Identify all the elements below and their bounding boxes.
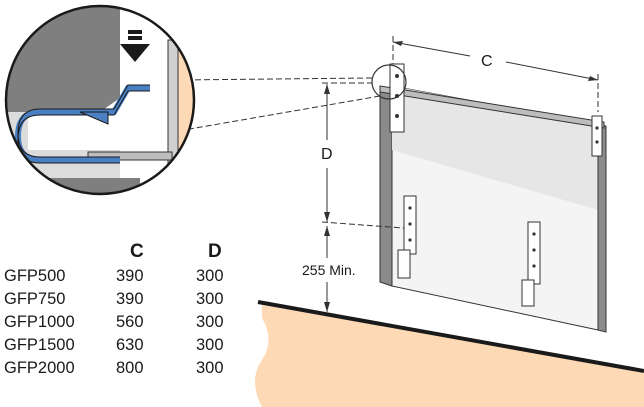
- top-left-bracket: [389, 63, 405, 133]
- table-row: GFP1000 560 300: [4, 311, 256, 334]
- table-header-d: D: [208, 240, 222, 262]
- detail-zoom-view: [6, 6, 194, 194]
- detail-circle-border: [4, 4, 196, 196]
- detail-callout-marker: [371, 64, 407, 100]
- min-height-label: 255 Min.: [302, 262, 356, 278]
- table-header-c: C: [130, 240, 144, 262]
- dimension-d: D: [321, 82, 405, 229]
- table-cell-d: 300: [196, 290, 224, 308]
- callout-leader-bottom: [183, 95, 381, 131]
- dimension-table-header: C D: [4, 238, 256, 265]
- table-cell-c: 630: [116, 336, 144, 354]
- table-cell-d: 300: [196, 336, 224, 354]
- down-arrow-icon: [120, 30, 150, 62]
- table-cell-d: 300: [196, 267, 224, 285]
- table-cell-model: GFP2000: [4, 359, 75, 377]
- bottom-left-bracket: [397, 195, 417, 279]
- dimension-table: C D GFP500 390 300 GFP750 390 300 GFP100…: [4, 238, 256, 380]
- table-cell-c: 560: [116, 313, 144, 331]
- callout-leader-top: [177, 77, 373, 81]
- table-cell-model: GFP500: [4, 267, 66, 285]
- table-cell-model: GFP750: [4, 290, 66, 308]
- detail-shelf: [87, 151, 173, 161]
- table-cell-c: 390: [116, 267, 144, 285]
- dimension-c-label: C: [481, 53, 493, 70]
- dimension-d-label: D: [321, 146, 333, 163]
- top-rail: [379, 85, 605, 129]
- table-cell-d: 300: [196, 359, 224, 377]
- table-row: GFP1500 630 300: [4, 334, 256, 357]
- detail-blue-tab: [79, 111, 109, 125]
- detail-wall-bracket: [167, 39, 179, 191]
- table-cell-c: 800: [116, 359, 144, 377]
- table-cell-model: GFP1000: [4, 313, 75, 331]
- dimension-min-height: 255 Min.: [302, 226, 356, 312]
- top-right-bracket: [591, 115, 603, 157]
- bottom-right-bracket: [521, 221, 541, 307]
- table-row: GFP750 390 300: [4, 288, 256, 311]
- table-cell-c: 390: [116, 290, 144, 308]
- table-row: GFP500 390 300: [4, 265, 256, 288]
- table-row: GFP2000 800 300: [4, 357, 256, 380]
- floor-surface: [255, 305, 644, 407]
- dimension-c: C: [392, 36, 599, 112]
- table-cell-model: GFP1500: [4, 336, 75, 354]
- floor-edge-line: [257, 300, 644, 373]
- table-cell-d: 300: [196, 313, 224, 331]
